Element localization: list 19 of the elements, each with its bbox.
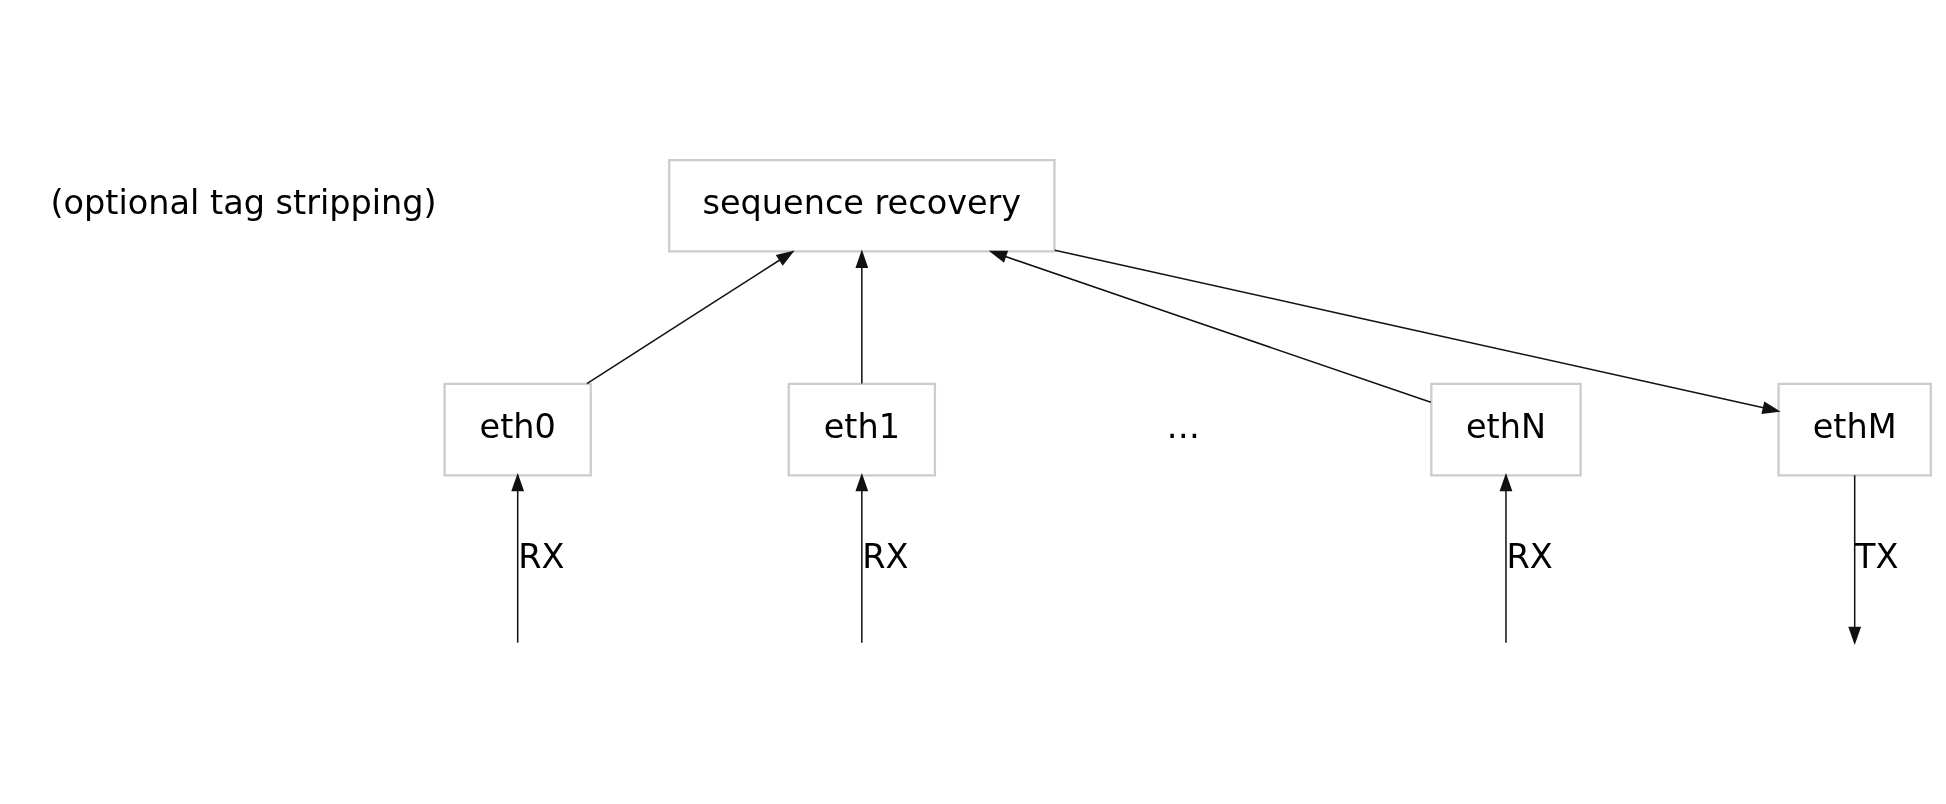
edge-label: TX: [1855, 536, 1899, 576]
node-box: ethM: [1777, 382, 1932, 477]
node-box: sequence recovery: [668, 158, 1056, 253]
arrow: [988, 250, 1432, 404]
arrow: [855, 249, 869, 385]
edge-label: RX: [1506, 536, 1553, 576]
arrow: [1848, 474, 1862, 645]
arrow: [855, 473, 869, 644]
arrow: [511, 473, 525, 644]
label: (optional tag stripping): [50, 183, 437, 223]
edge-label: RX: [518, 536, 565, 576]
node-box: eth0: [443, 382, 592, 477]
node-box: eth1: [787, 382, 937, 477]
arrow: [1054, 249, 1781, 414]
edge-label: RX: [862, 536, 909, 576]
arrow: [1499, 473, 1513, 644]
node-box: ethN: [1430, 382, 1582, 477]
label: …: [1166, 407, 1200, 447]
arrow: [586, 250, 795, 385]
